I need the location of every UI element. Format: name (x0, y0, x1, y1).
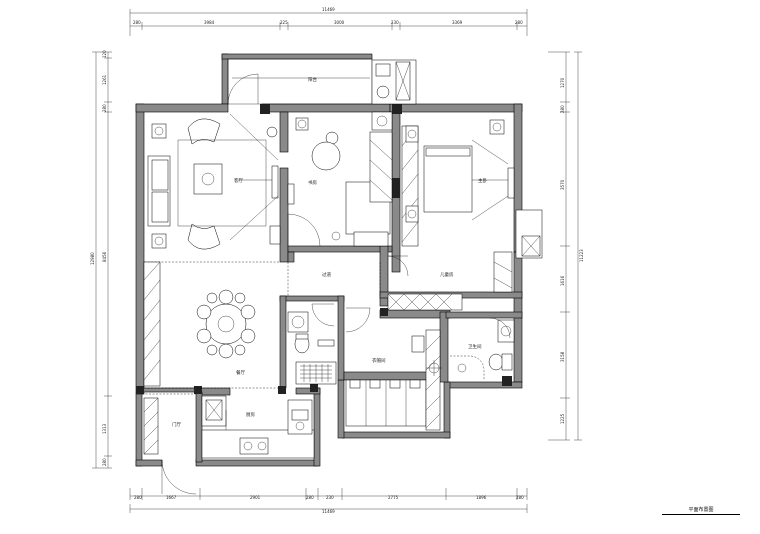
dim-top-7: 280 (515, 20, 523, 25)
dim-bottom-6: 2775 (388, 495, 399, 500)
bathroom-center (287, 303, 337, 385)
room-label-study: 书房 (308, 179, 317, 186)
dim-top-total: 11469 (322, 7, 335, 12)
dim-top-4: 3000 (334, 20, 345, 25)
dim-bottom-2: 1667 (166, 495, 177, 500)
room-label-kid-bed: 儿童房 (440, 271, 454, 278)
dim-right-5: 3158 (560, 351, 565, 362)
dim-right-6: 1225 (560, 413, 565, 424)
dim-left-5: 1313 (102, 423, 107, 434)
room-label-dining: 餐厅 (236, 369, 245, 376)
study-room: 书房 (269, 111, 393, 247)
bay-window (515, 209, 543, 259)
dimension-top-segments: 280 3984 225 3000 230 3369 280 (130, 20, 527, 30)
dim-top-5: 230 (391, 20, 399, 25)
balcony: 阳台 (227, 58, 417, 105)
corridor: 过道 (287, 262, 381, 296)
dim-bottom-3: 2901 (250, 495, 261, 500)
dimension-bottom-total: 11469 (129, 504, 528, 514)
dim-left-4: 8456 (102, 251, 107, 262)
exterior-walls (135, 53, 523, 467)
dim-top-2: 3984 (204, 20, 215, 25)
dim-bottom-5: 230 (326, 495, 334, 500)
dim-left-2: 1261 (102, 74, 107, 85)
dim-right-1: 1270 (560, 77, 565, 88)
dim-top-3: 225 (280, 20, 288, 25)
kitchen: 厨房 (201, 395, 315, 459)
room-label-wardrobe: 衣帽间 (372, 357, 386, 364)
dim-left-6: 280 (102, 458, 107, 466)
dim-bottom-1: 280 (134, 495, 142, 500)
dim-right-total: 11223 (579, 249, 584, 262)
dim-bottom-8: 280 (516, 495, 524, 500)
drawing-title: 平面布置图 (662, 506, 740, 515)
room-label-living: 客厅 (234, 177, 243, 184)
dim-right-2: 280 (560, 105, 565, 113)
dim-bottom-4: 280 (306, 495, 314, 500)
dimension-bottom-segments: 280 1667 2901 280 230 2775 1896 280 (129, 488, 528, 500)
entry-hall: 门厅 (142, 393, 197, 495)
dim-left-3: 280 (102, 104, 107, 112)
wardrobe-room: 衣帽间 (345, 329, 442, 431)
room-label-balcony: 阳台 (308, 76, 317, 83)
room-label-master-bed: 主卧 (478, 177, 487, 184)
dim-left-total: 12980 (90, 252, 95, 265)
dim-right-4: 1616 (560, 275, 565, 286)
dim-right-3: 3570 (560, 179, 565, 190)
dim-top-6: 3369 (452, 20, 463, 25)
kids-room: 儿童房 (345, 251, 513, 333)
dimension-top-total: 11469 (129, 7, 528, 36)
dim-bottom-7: 1896 (476, 495, 487, 500)
room-label-kitchen: 厨房 (246, 411, 255, 418)
dimension-right-segments: 1270 280 3570 1616 3158 1225 (548, 51, 570, 441)
room-label-corridor: 过道 (322, 271, 331, 278)
room-label-bath: 卫生间 (468, 343, 482, 350)
dimension-left-segments: 120 1261 280 8456 1313 280 (102, 50, 112, 468)
bathroom-right: 卫生间 (450, 317, 515, 380)
dim-bottom-total: 11469 (322, 509, 335, 514)
room-label-entry: 门厅 (172, 421, 181, 428)
dim-left-1: 120 (102, 50, 107, 58)
living-room: 客厅 (144, 113, 280, 263)
dim-top-1: 280 (133, 20, 141, 25)
dining-room: 餐厅 (143, 261, 280, 389)
dimension-left-total: 12980 (90, 51, 112, 469)
master-bedroom: 主卧 (387, 119, 515, 277)
dimension-right-total: 11223 (574, 51, 584, 441)
